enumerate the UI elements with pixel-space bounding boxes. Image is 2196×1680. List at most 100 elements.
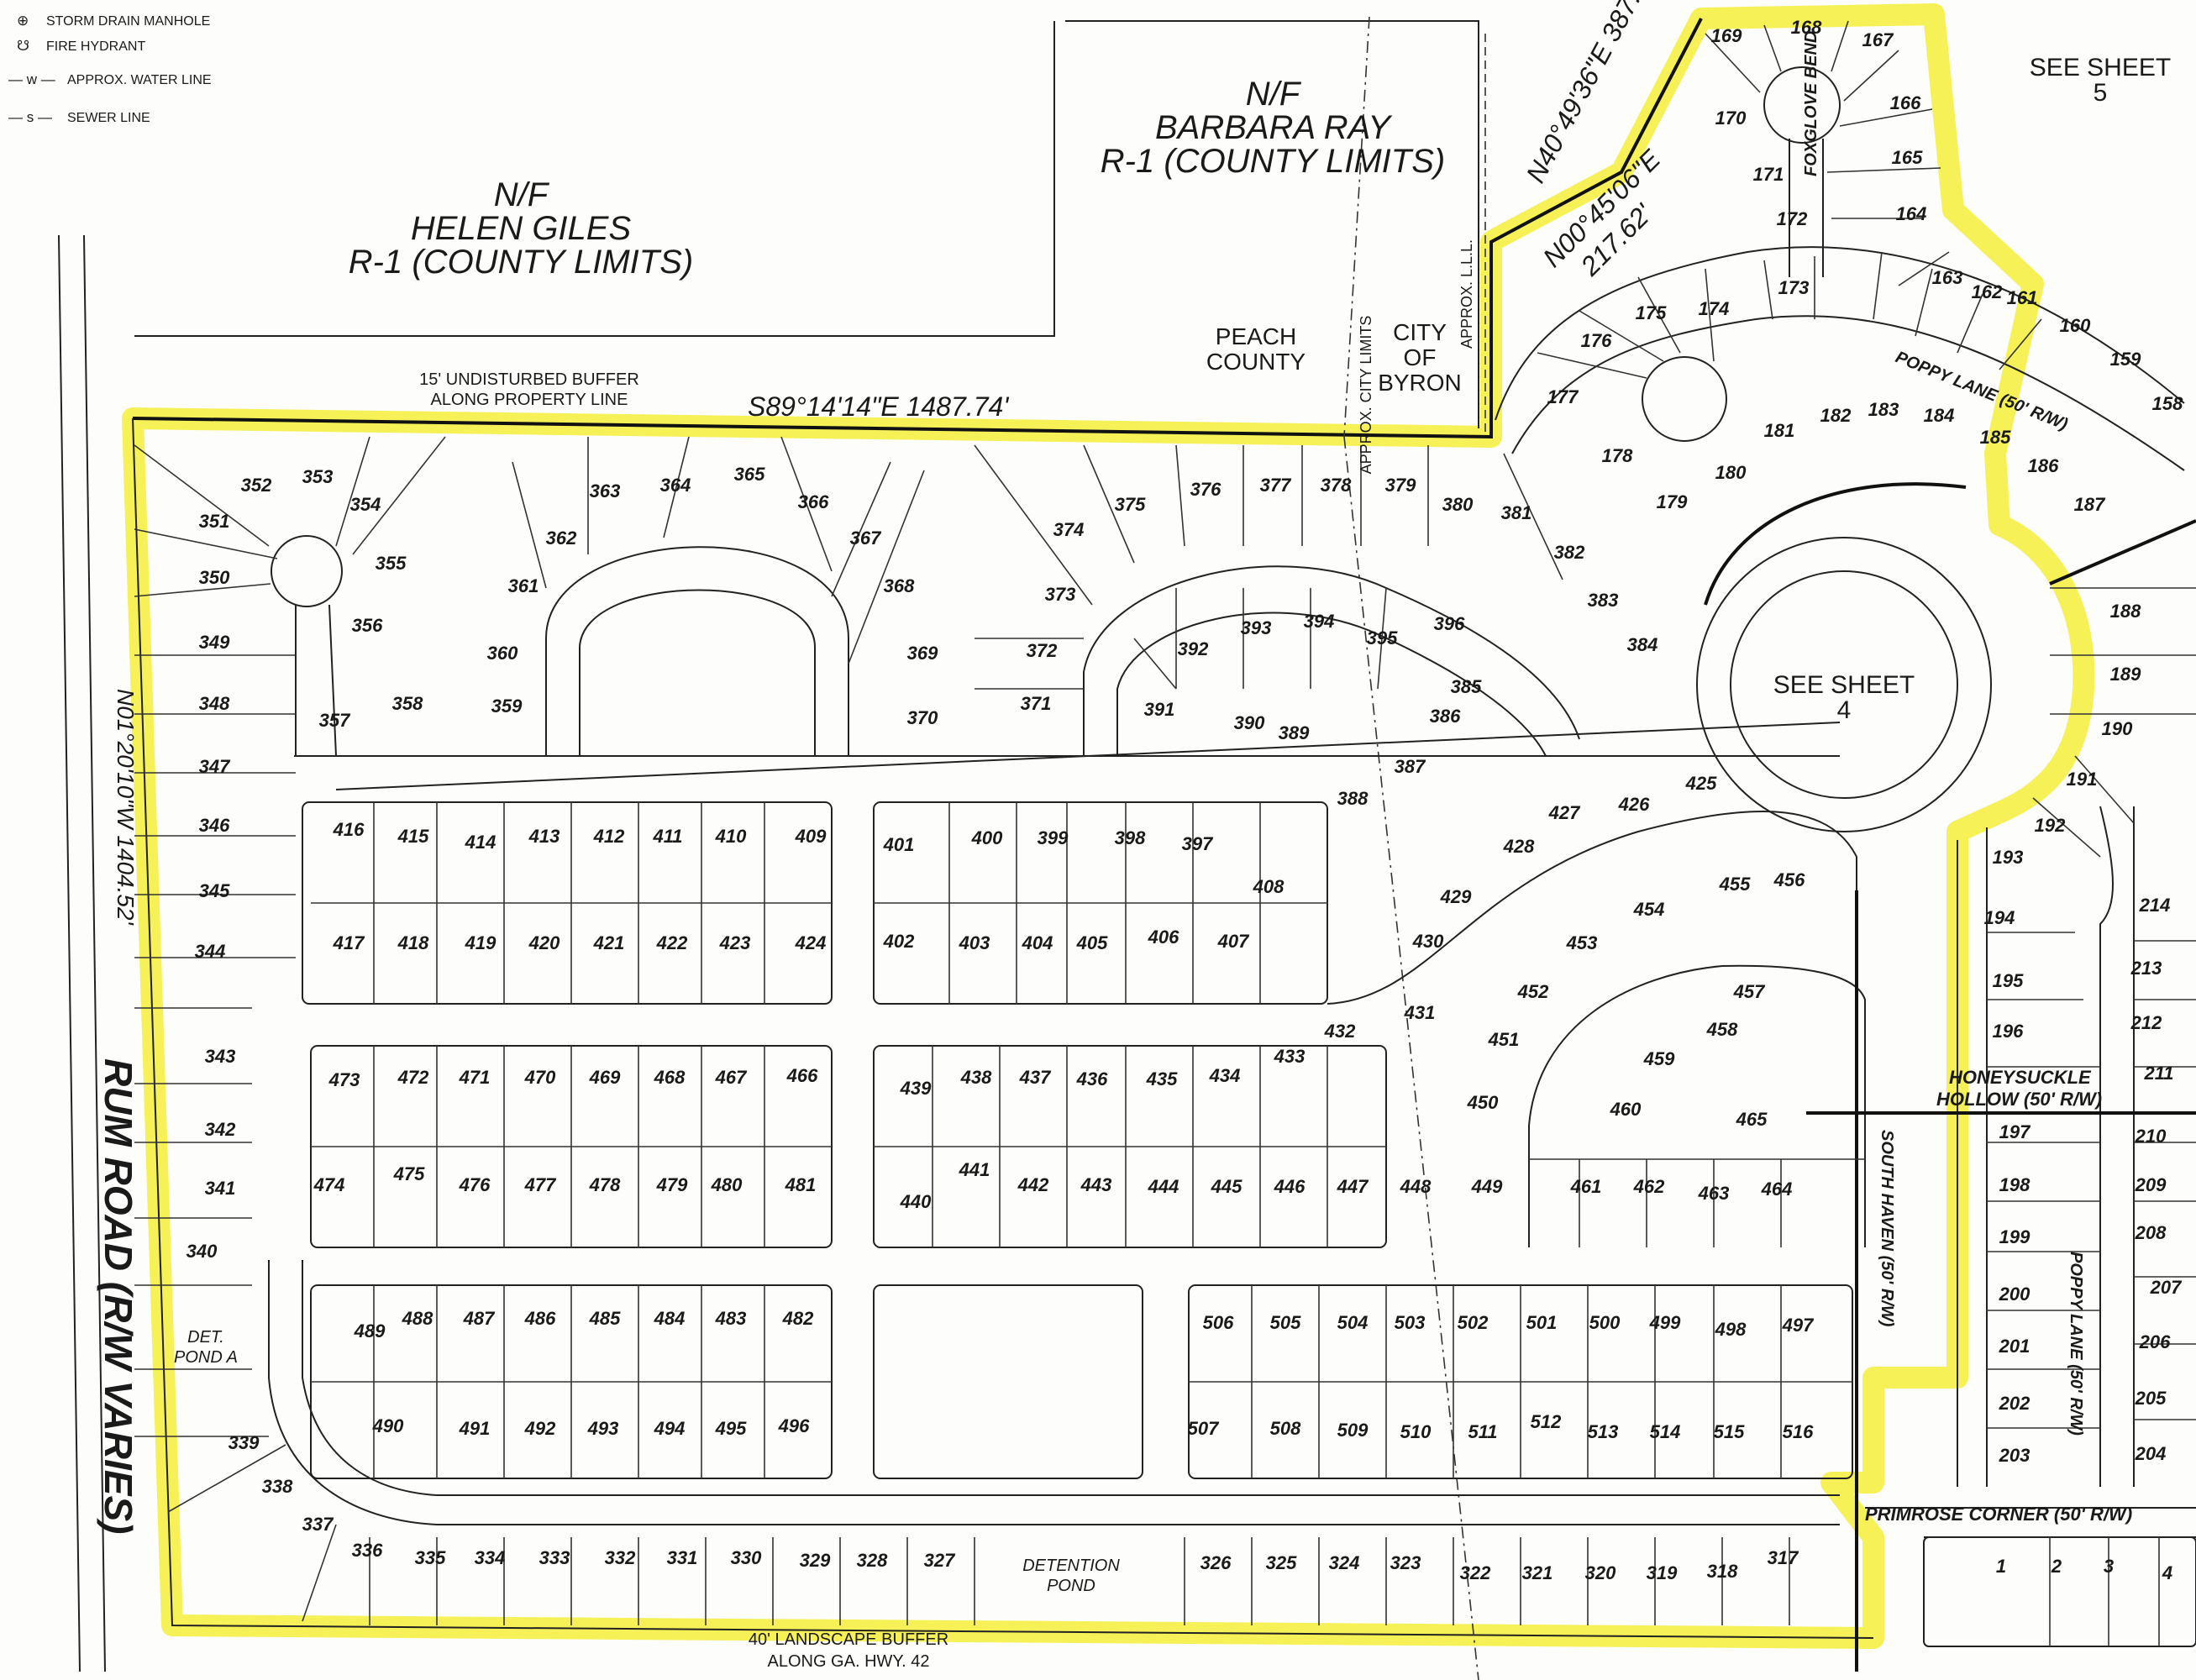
approx-lll-label: APPROX. L.L.L.: [1458, 239, 1475, 349]
lot-number-372: 372: [1027, 640, 1058, 661]
lot-number-490: 490: [372, 1415, 404, 1436]
city-limits-label: APPROX. CITY LIMITS: [1358, 316, 1374, 475]
lot-number-2: 2: [2051, 1556, 2062, 1577]
lot-number-171: 171: [1753, 164, 1784, 185]
lot-number-507: 507: [1188, 1418, 1220, 1439]
det-pond-a-line1: DET.: [187, 1328, 224, 1347]
lot-number-435: 435: [1146, 1068, 1178, 1089]
city-of-byron-line1: CITY: [1393, 319, 1447, 345]
lot-number-411: 411: [652, 826, 682, 847]
lot-number-212: 212: [2130, 1012, 2162, 1033]
lot-number-453: 453: [1566, 932, 1598, 953]
lot-number-208: 208: [2135, 1222, 2167, 1243]
lot-number-368: 368: [884, 575, 915, 596]
lot-number-434: 434: [1209, 1065, 1241, 1086]
lot-number-207: 207: [2150, 1277, 2183, 1298]
lot-number-196: 196: [1993, 1021, 2024, 1042]
lot-number-410: 410: [715, 826, 747, 847]
lot-number-339: 339: [229, 1432, 260, 1453]
lot-number-199: 199: [1999, 1226, 2031, 1247]
lot-number-512: 512: [1531, 1411, 1562, 1432]
lot-number-385: 385: [1451, 676, 1482, 697]
lot-number-365: 365: [734, 464, 765, 485]
city-of-byron-line2: OF: [1404, 344, 1437, 370]
ray-nf: N/F: [1246, 76, 1302, 113]
lot-number-322: 322: [1460, 1562, 1491, 1583]
lot-number-162: 162: [1972, 281, 2003, 302]
lot-number-387: 387: [1395, 756, 1426, 777]
city-limits-line: [1343, 16, 1370, 438]
lot-number-417: 417: [333, 932, 365, 953]
lot-number-184: 184: [1924, 405, 1955, 426]
lot-number-505: 505: [1270, 1312, 1301, 1333]
lot-number-450: 450: [1467, 1092, 1499, 1113]
lot-number-356: 356: [352, 615, 383, 636]
lot-number-165: 165: [1892, 147, 1923, 168]
see-sheet-5-line2: 5: [2094, 79, 2108, 107]
legend-symbol-hydrant: ☋: [17, 38, 29, 54]
lot-number-455: 455: [1719, 874, 1751, 895]
peach-county-line2: COUNTY: [1206, 349, 1306, 375]
lot-number-438: 438: [960, 1067, 992, 1088]
lot-number-187: 187: [2074, 494, 2106, 515]
lot-number-336: 336: [352, 1540, 383, 1561]
rum-road-label: RUM ROAD (R/W VARIES): [97, 1058, 140, 1534]
lot-number-510: 510: [1400, 1421, 1432, 1442]
lot-number-473: 473: [328, 1069, 360, 1090]
lot-number-426: 426: [1618, 794, 1650, 815]
lot-number-459: 459: [1643, 1048, 1675, 1069]
owner-barbara-ray: N/F BARBARA RAY R-1 (COUNTY LIMITS): [1101, 76, 1445, 180]
lot-number-384: 384: [1627, 634, 1658, 655]
lot-number-496: 496: [778, 1415, 810, 1436]
lot-number-178: 178: [1602, 445, 1633, 466]
lot-number-504: 504: [1337, 1312, 1369, 1333]
lot-number-395: 395: [1367, 627, 1398, 648]
lot-number-189: 189: [2110, 664, 2141, 685]
lot-number-458: 458: [1706, 1019, 1738, 1040]
lot-number-457: 457: [1733, 981, 1766, 1002]
lot-number-3: 3: [2104, 1556, 2114, 1577]
lot-number-449: 449: [1471, 1176, 1503, 1197]
lot-number-442: 442: [1017, 1174, 1049, 1195]
lot-number-503: 503: [1395, 1312, 1426, 1333]
lot-number-194: 194: [1984, 907, 2015, 928]
det-pond-a-line2: POND A: [174, 1348, 238, 1367]
lot-number-414: 414: [465, 832, 496, 853]
top-buffer-line1: 15' UNDISTURBED BUFFER: [419, 370, 639, 389]
lot-number-428: 428: [1503, 836, 1535, 857]
see-sheet-5-line1: SEE SHEET: [2030, 54, 2171, 81]
lot-number-441: 441: [959, 1159, 990, 1180]
lot-number-479: 479: [656, 1174, 688, 1195]
lot-number-347: 347: [199, 756, 231, 777]
lot-number-177: 177: [1547, 386, 1579, 407]
lot-number-439: 439: [900, 1078, 932, 1099]
west-bearing: N01°20'10"W 1404.52': [113, 689, 139, 927]
lot-number-392: 392: [1178, 638, 1209, 659]
lot-number-462: 462: [1633, 1176, 1665, 1197]
lot-number-332: 332: [605, 1547, 636, 1568]
lot-number-451: 451: [1488, 1029, 1520, 1050]
lot-number-320: 320: [1585, 1562, 1616, 1583]
rum-road-edge-left: [58, 234, 81, 1672]
lot-number-181: 181: [1764, 420, 1795, 441]
lot-number-380: 380: [1442, 494, 1474, 515]
lot-number-429: 429: [1440, 886, 1472, 907]
sheet-break-arc: [1704, 482, 1967, 606]
lot-number-353: 353: [302, 466, 334, 487]
lot-number-456: 456: [1773, 869, 1805, 890]
lot-number-418: 418: [397, 932, 429, 953]
lot-number-168: 168: [1791, 17, 1822, 38]
lot-number-407: 407: [1217, 931, 1250, 952]
lot-number-167: 167: [1862, 29, 1894, 50]
lot-number-419: 419: [465, 932, 496, 953]
giles-zoning: R-1 (COUNTY LIMITS): [349, 244, 693, 281]
lot-number-497: 497: [1782, 1315, 1815, 1336]
lot-number-182: 182: [1820, 405, 1852, 426]
giles-name: HELEN GILES: [411, 210, 632, 247]
lot-number-398: 398: [1115, 827, 1146, 848]
lot-number-186: 186: [2028, 455, 2059, 476]
lot-number-409: 409: [795, 826, 827, 847]
lot-number-195: 195: [1993, 970, 2024, 991]
